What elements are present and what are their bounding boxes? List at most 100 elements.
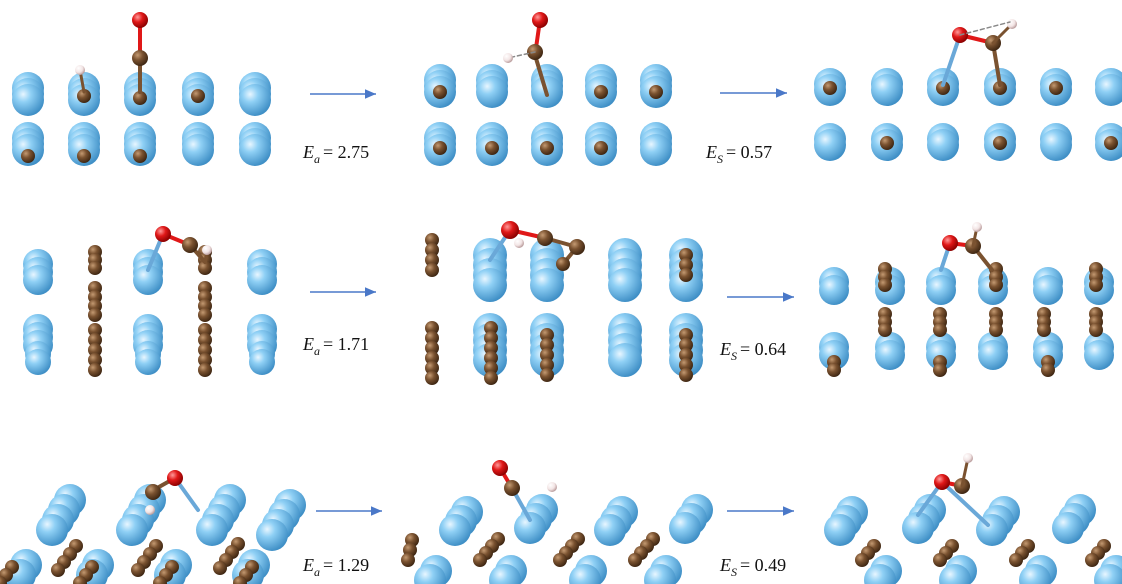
carbon-atom: [540, 328, 554, 342]
metal-atom: [819, 275, 849, 305]
carbon-atom: [401, 553, 415, 567]
carbon-atom: [540, 358, 554, 372]
carbon-atom: [540, 338, 554, 352]
carbon-atom: [1089, 323, 1103, 337]
metal-atom: [239, 84, 271, 116]
hydrogen-atom: [1007, 19, 1017, 29]
metal-atom: [594, 514, 626, 546]
atoms-layer: [0, 12, 1122, 584]
metal-atom: [414, 564, 446, 584]
energy-symbol: E: [705, 142, 717, 162]
oxygen-atom: [934, 474, 950, 490]
metal-atom: [902, 512, 934, 544]
hydrogen-atom: [503, 53, 513, 63]
carbon-atom: [993, 81, 1007, 95]
carbon-atom: [425, 253, 439, 267]
carbon-atom: [679, 268, 693, 282]
carbon-atom: [989, 278, 1003, 292]
energy-value: = 0.64: [740, 339, 786, 359]
metal-atom: [875, 340, 905, 370]
carbon-atom: [88, 363, 102, 377]
carbon-atom: [569, 239, 585, 255]
metal-atom: [135, 349, 161, 375]
carbon-atom: [1085, 553, 1099, 567]
metal-atom: [569, 564, 601, 584]
carbon-atom: [425, 351, 439, 365]
carbon-atom: [933, 323, 947, 337]
carbon-atom: [1041, 363, 1055, 377]
carbon-atom: [933, 553, 947, 567]
carbon-atom: [88, 343, 102, 357]
metal-atom: [36, 514, 68, 546]
energy-label: ES= 0.57: [705, 142, 772, 166]
carbon-atom: [198, 353, 212, 367]
carbon-atom: [198, 308, 212, 322]
energy-label: ES= 0.64: [719, 339, 786, 363]
energy-symbol: E: [302, 334, 314, 354]
carbon-atom: [540, 368, 554, 382]
carbon-atom: [51, 563, 65, 577]
carbon-atom: [433, 141, 447, 155]
chemical-bond: [940, 480, 990, 527]
energy-subscript: a: [314, 344, 320, 358]
metal-atom: [864, 564, 896, 584]
metal-atom: [473, 268, 507, 302]
metal-atom: [939, 564, 971, 584]
hydrogen-atom: [514, 238, 524, 248]
hydrogen-atom: [202, 245, 212, 255]
metal-atom: [530, 268, 564, 302]
carbon-atom: [88, 333, 102, 347]
oxygen-atom: [501, 221, 519, 239]
carbon-atom: [484, 371, 498, 385]
carbon-atom: [1049, 81, 1063, 95]
hydrogen-bond: [959, 21, 1011, 36]
carbon-atom: [191, 89, 205, 103]
carbon-atom: [133, 91, 147, 105]
metal-atom: [439, 514, 471, 546]
carbon-atom: [484, 321, 498, 335]
energy-label: Ea= 1.71: [302, 334, 369, 358]
carbon-atom: [21, 149, 35, 163]
energy-symbol: E: [719, 555, 731, 575]
energy-label: ES= 0.49: [719, 555, 786, 579]
carbon-atom: [198, 261, 212, 275]
carbon-atom: [679, 258, 693, 272]
carbon-atom: [153, 576, 167, 584]
carbon-atom: [1104, 136, 1118, 150]
oxygen-atom: [167, 470, 183, 486]
carbon-atom: [484, 331, 498, 345]
carbon-atom: [537, 230, 553, 246]
carbon-atom: [1009, 553, 1023, 567]
metal-atom: [824, 514, 856, 546]
carbon-atom: [77, 89, 91, 103]
carbon-atom: [88, 261, 102, 275]
carbon-atom: [679, 348, 693, 362]
carbon-atom: [425, 331, 439, 345]
carbon-atom: [823, 81, 837, 95]
carbon-atom: [484, 361, 498, 375]
carbon-atom: [933, 363, 947, 377]
carbon-atom: [594, 141, 608, 155]
metal-atom: [814, 129, 846, 161]
energy-symbol: E: [302, 555, 314, 575]
carbon-atom: [880, 136, 894, 150]
energy-value: = 0.57: [726, 142, 772, 162]
carbon-atom: [425, 371, 439, 385]
carbon-atom: [88, 353, 102, 367]
metal-atom: [1052, 512, 1084, 544]
carbon-atom: [433, 85, 447, 99]
metal-atom: [239, 134, 271, 166]
energy-symbol: E: [719, 339, 731, 359]
carbon-atom: [628, 553, 642, 567]
hydrogen-atom: [963, 453, 973, 463]
carbon-atom: [425, 361, 439, 375]
carbon-atom: [88, 323, 102, 337]
carbon-atom: [989, 323, 1003, 337]
carbon-atom: [827, 363, 841, 377]
metal-atom: [1095, 74, 1122, 106]
hydrogen-atom: [547, 482, 557, 492]
energy-subscript: S: [731, 349, 737, 363]
energy-symbol: E: [302, 142, 314, 162]
